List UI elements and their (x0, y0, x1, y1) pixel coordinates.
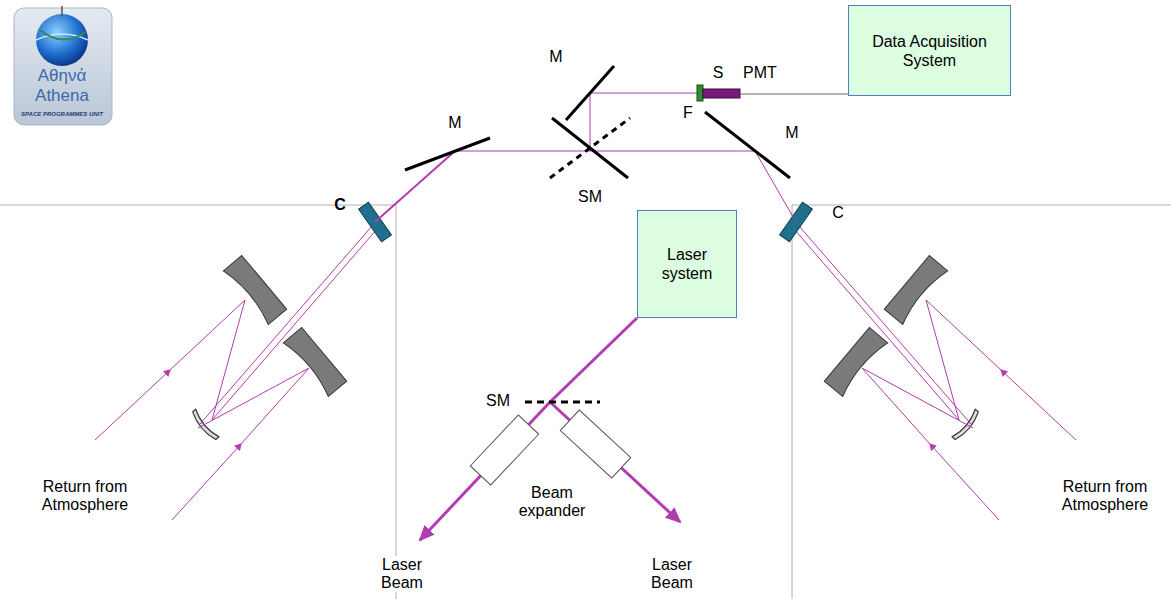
mirror-label: SM (483, 392, 513, 410)
system-box: Laser system (637, 210, 737, 318)
beam-label: Laser Beam (645, 556, 699, 592)
logo-text: Athena (15, 86, 109, 106)
mirror-label: M (780, 124, 804, 142)
part-label: C (828, 204, 848, 222)
mirror-label: M (544, 48, 568, 66)
beam-label: Return from Atmosphere (29, 478, 141, 514)
box-label: Data Acquisition System (855, 32, 1004, 70)
beam-label: Return from Atmosphere (1049, 478, 1161, 514)
system-box: Data Acquisition System (848, 5, 1011, 96)
logo-text: Αθηνά (15, 66, 109, 86)
beam-label: Laser Beam (375, 556, 429, 592)
part-label: S (708, 64, 728, 82)
logo-subtitle: SPACE PROGRAMMES UNIT (14, 110, 110, 119)
mirror-label: M (443, 114, 467, 132)
mirror-label: SM (575, 188, 605, 206)
part-label: F (680, 104, 696, 122)
box-label: Laser system (644, 245, 730, 283)
part-label: C (330, 196, 350, 214)
part-label: PMT (740, 64, 780, 82)
part-label: Beam expander (512, 484, 592, 520)
